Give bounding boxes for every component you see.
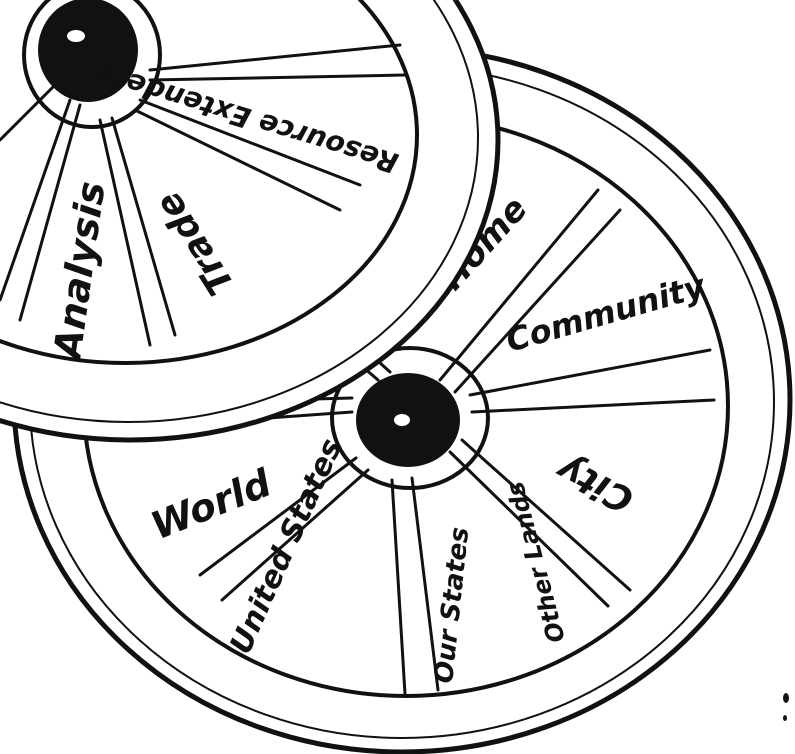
stray-marks — [783, 693, 789, 721]
segment-label-other-lands: Other Lands — [501, 479, 571, 646]
lower-wheel-hub-highlight — [394, 414, 410, 426]
segment-label-world: World — [145, 460, 278, 548]
upper-wheel-hub-highlight — [67, 30, 85, 42]
upper-wheel: Resource Extenders Trade Analysis — [0, 0, 498, 440]
segment-label-city: City — [549, 447, 640, 520]
segment-label-community: Community — [502, 266, 710, 359]
segment-label-our-states: Our States — [429, 526, 475, 685]
